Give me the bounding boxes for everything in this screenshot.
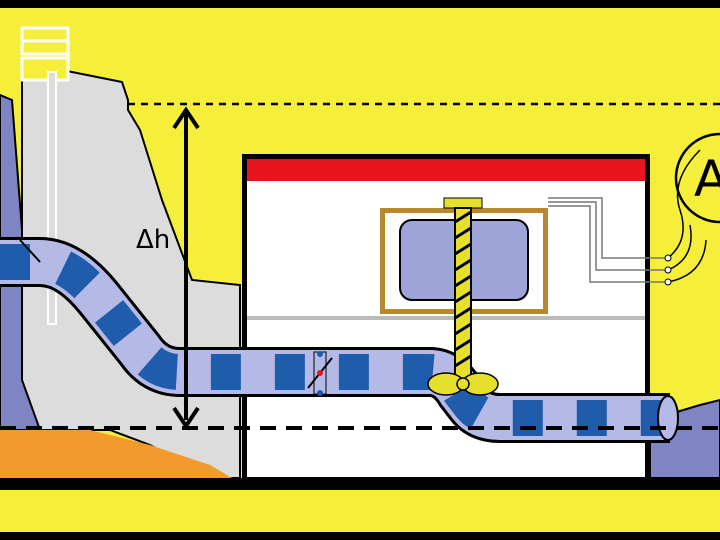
ground xyxy=(0,430,232,478)
gate-tower xyxy=(20,26,70,325)
valve xyxy=(307,351,333,396)
output-wires xyxy=(548,197,668,283)
powerhouse-roof xyxy=(247,159,645,181)
meter-dial xyxy=(674,132,720,224)
penstock xyxy=(0,237,679,443)
ground-line xyxy=(0,478,720,490)
bottom-band xyxy=(0,490,720,532)
turbine-shaft xyxy=(443,197,483,381)
pipe-outlet xyxy=(657,395,679,441)
meter-label: A xyxy=(694,150,720,208)
head-arrow xyxy=(172,106,200,430)
head-label: Δh xyxy=(136,225,170,255)
turbine-runner xyxy=(427,372,499,396)
meter xyxy=(664,132,720,286)
